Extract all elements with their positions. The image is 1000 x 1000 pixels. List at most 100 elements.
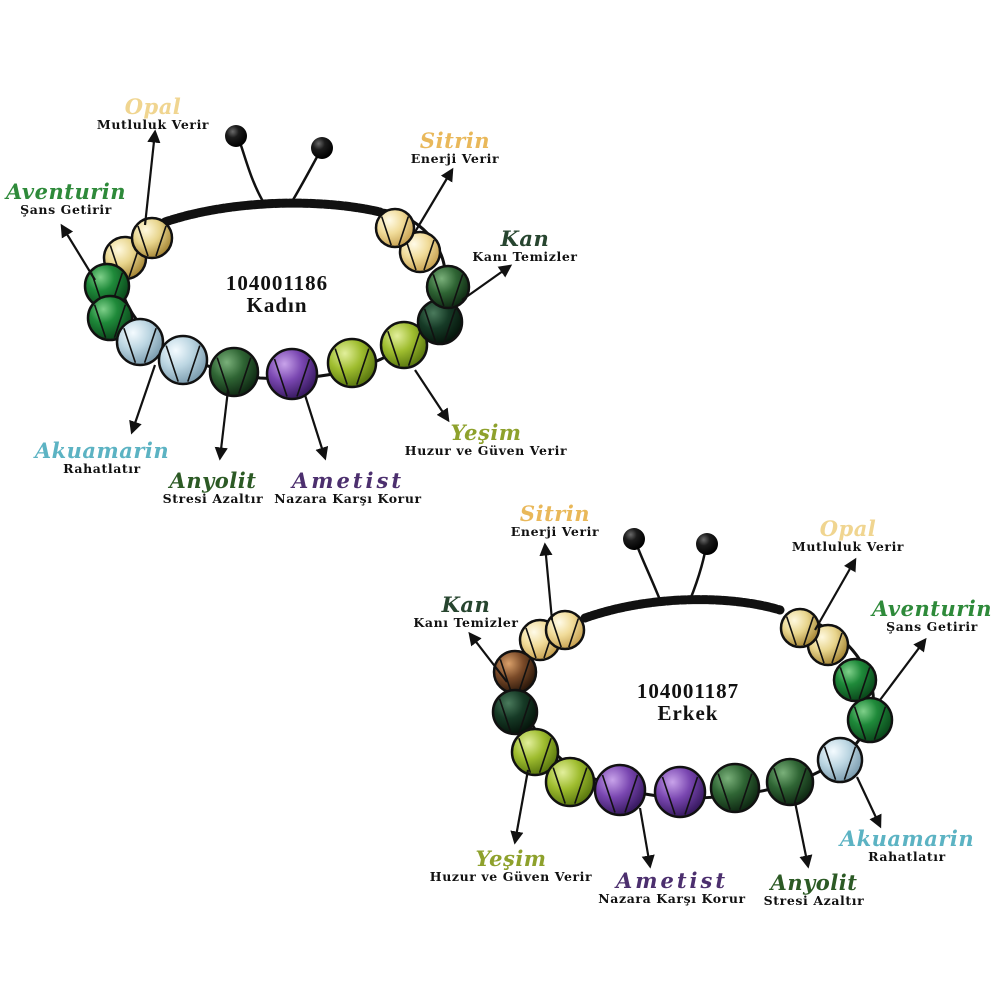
end-bead bbox=[623, 528, 645, 550]
pointer-arrow bbox=[793, 801, 813, 869]
stone-desc-akuamarin: Rahatlatır bbox=[868, 849, 946, 864]
pointer-arrow bbox=[60, 223, 96, 281]
bead-green bbox=[846, 696, 894, 744]
label-men-kan: Kan Kanı Temizler bbox=[413, 594, 518, 630]
bead-thread bbox=[550, 618, 580, 648]
macrame-knot bbox=[160, 198, 385, 227]
label-women-kan: Kan Kanı Temizler bbox=[472, 228, 577, 264]
stone-desc-sitrin: Enerji Verir bbox=[410, 151, 500, 166]
stone-name-aventurin: Aventurin bbox=[5, 179, 127, 204]
bead-amethyst bbox=[653, 765, 707, 819]
pointer-arrow bbox=[468, 631, 508, 683]
stone-desc-sitrin: Enerji Verir bbox=[510, 524, 600, 539]
bead-thread bbox=[518, 737, 552, 773]
label-women-ametist: Ametist Nazara Karşı Korur bbox=[274, 470, 421, 506]
stone-name-opal: Opal bbox=[819, 516, 877, 541]
end-bead bbox=[696, 533, 718, 555]
bead-thread bbox=[273, 358, 311, 397]
bead-thread bbox=[334, 348, 370, 385]
bead-thread bbox=[839, 667, 871, 700]
pointer-arrow bbox=[414, 167, 454, 233]
bead-anyolit bbox=[208, 346, 260, 398]
stone-name-kan: Kan bbox=[441, 592, 491, 617]
label-men-sitrin: Sitrin Enerji Verir bbox=[511, 503, 599, 539]
bead-thread bbox=[423, 308, 457, 343]
stone-desc-opal: Mutluluk Verir bbox=[791, 539, 905, 554]
end-bead bbox=[311, 137, 333, 159]
stone-desc-kan: Kanı Temizler bbox=[413, 615, 519, 630]
bead-thread bbox=[823, 746, 857, 781]
stone-desc-anyolit: Stresi Azaltır bbox=[162, 491, 264, 506]
pointer-arrows bbox=[60, 129, 927, 869]
pointer-arrow bbox=[303, 394, 329, 461]
bead-amethyst bbox=[593, 763, 647, 817]
stone-name-sitrin: Sitrin bbox=[419, 128, 491, 153]
stone-name-anyolit: Anyolit bbox=[169, 468, 257, 493]
bead-anyolit bbox=[709, 762, 761, 814]
stone-name-yesim: Yeşim bbox=[475, 846, 547, 871]
bead-thread bbox=[853, 706, 887, 741]
bead-thread bbox=[717, 773, 753, 810]
product-code-women-number: 104001186 bbox=[225, 271, 329, 295]
bead-aqua bbox=[816, 736, 864, 784]
pointer-arrow bbox=[214, 389, 230, 461]
pointer-arrow bbox=[814, 557, 857, 631]
stone-desc-aventurin: Şans Getirir bbox=[886, 619, 978, 634]
stone-desc-opal: Mutluluk Verir bbox=[96, 117, 210, 132]
label-women-anyolit: Anyolit Stresi Azaltır bbox=[163, 470, 264, 506]
stone-name-kan: Kan bbox=[500, 226, 550, 251]
stone-name-yesim: Yeşim bbox=[450, 420, 522, 445]
stone-desc-kan: Kanı Temizler bbox=[472, 249, 578, 264]
bead-jade bbox=[544, 756, 596, 808]
bead-thread bbox=[498, 698, 532, 733]
bead-anyolit bbox=[425, 264, 471, 310]
bead-opal bbox=[130, 216, 174, 260]
stone-name-ametist: Ametist bbox=[291, 468, 405, 493]
bead-anyolit bbox=[765, 757, 815, 807]
stone-name-akuamarin: Akuamarin bbox=[839, 826, 975, 851]
label-women-opal: Opal Mutluluk Verir bbox=[97, 96, 209, 132]
bead-thread bbox=[216, 357, 252, 394]
pointer-arrow bbox=[638, 807, 655, 869]
bead-amethyst bbox=[265, 347, 319, 401]
product-code-women: 104001186 Kadın bbox=[226, 272, 328, 316]
pointer-arrow bbox=[856, 776, 882, 829]
product-code-men-label: Erkek bbox=[657, 701, 719, 726]
pointer-arrow bbox=[129, 364, 157, 435]
bead-thread bbox=[785, 616, 815, 646]
label-men-yesim: Yeşim Huzur ve Güven Verir bbox=[430, 848, 592, 884]
label-men-ametist: Ametist Nazara Karşı Korur bbox=[598, 870, 745, 906]
bracelet-men bbox=[491, 528, 894, 819]
end-bead bbox=[225, 125, 247, 147]
bead-thread bbox=[432, 274, 464, 307]
bead-thread bbox=[137, 225, 167, 257]
bead-thread bbox=[661, 776, 699, 815]
bead-green bbox=[832, 657, 878, 703]
bead-jade bbox=[379, 320, 429, 370]
label-women-akuamarin: Akuamarin Rahatlatır bbox=[35, 440, 169, 476]
drawstring bbox=[236, 136, 267, 206]
stone-desc-ametist: Nazara Karşı Korur bbox=[598, 891, 746, 906]
bead-thread bbox=[405, 239, 435, 271]
bead-citrine bbox=[544, 609, 586, 651]
stone-name-aventurin: Aventurin bbox=[871, 596, 993, 621]
bead-thread bbox=[552, 767, 588, 804]
stone-desc-yesim: Huzur ve Güven Verir bbox=[404, 443, 568, 458]
stone-name-akuamarin: Akuamarin bbox=[34, 438, 170, 463]
stone-desc-akuamarin: Rahatlatır bbox=[63, 461, 141, 476]
product-code-women-label: Kadın bbox=[246, 293, 308, 318]
product-code-men-number: 104001187 bbox=[636, 679, 740, 703]
bead-jade bbox=[326, 337, 378, 389]
stone-desc-anyolit: Stresi Azaltır bbox=[763, 893, 865, 908]
bead-thread bbox=[93, 304, 127, 339]
bead-thread bbox=[601, 774, 639, 813]
stone-name-sitrin: Sitrin bbox=[519, 501, 591, 526]
stone-name-ametist: Ametist bbox=[615, 868, 729, 893]
bracelet-women bbox=[83, 125, 471, 401]
bead-thread bbox=[387, 330, 421, 366]
stone-desc-aventurin: Şans Getirir bbox=[20, 202, 112, 217]
label-men-akuamarin: Akuamarin Rahatlatır bbox=[840, 828, 974, 864]
bead-aqua bbox=[157, 334, 209, 386]
label-men-anyolit: Anyolit Stresi Azaltır bbox=[764, 872, 865, 908]
